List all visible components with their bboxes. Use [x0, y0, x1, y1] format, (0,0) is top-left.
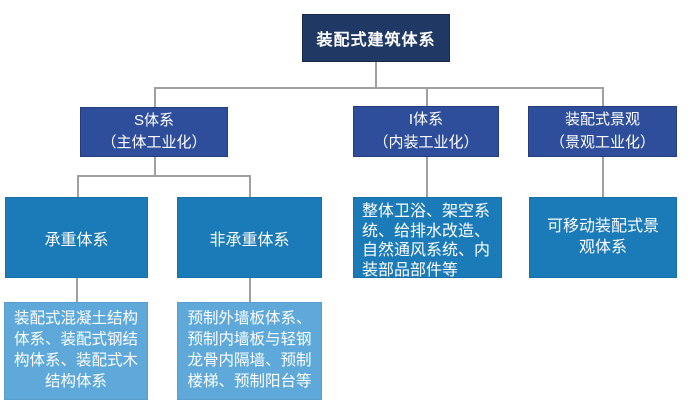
node-i-system-title: I体系 [408, 111, 444, 128]
connector-drop-non-load-bearing [249, 175, 251, 197]
connector-drop-landscape [602, 87, 604, 106]
node-s-system-subtitle: （主体工业化） [101, 134, 207, 151]
node-landscape-title: 装配式景观 [564, 111, 640, 128]
node-interior-items: 整体卫浴、架空系统、给排水改造、自然通风系统、内装部品部件等 [353, 197, 502, 279]
connector-landscape-child [602, 157, 604, 197]
node-landscape: 装配式景观 （景观工业化） [528, 106, 677, 157]
node-load-bearing: 承重体系 [5, 197, 148, 278]
connector-drop-i-system [426, 87, 428, 106]
node-interior-items-label: 整体卫浴、架空系统、给排水改造、自然通风系统、内装部品部件等 [362, 203, 491, 279]
connector-i-child [426, 157, 428, 197]
node-root-label: 装配式建筑体系 [316, 32, 436, 49]
node-structure-systems: 装配式混凝土结构体系、装配式钢结构体系、装配式木结构体系 [4, 302, 148, 400]
node-movable-landscape-label: 可移动装配式景观体系 [546, 217, 659, 256]
node-i-system: I体系 （内装工业化） [353, 106, 499, 157]
connector-load-bearing-child [76, 278, 78, 302]
node-s-system: S体系 （主体工业化） [80, 107, 228, 157]
node-structure-systems-label: 装配式混凝土结构体系、装配式钢结构体系、装配式木结构体系 [13, 310, 138, 390]
node-root: 装配式建筑体系 [302, 14, 450, 62]
connector-drop-load-bearing [77, 175, 79, 197]
node-movable-landscape: 可移动装配式景观体系 [529, 197, 677, 278]
connector-root-riser [375, 62, 377, 87]
node-landscape-subtitle: （景观工业化） [549, 133, 655, 151]
node-non-load-bearing: 非承重体系 [177, 197, 322, 278]
node-load-bearing-label: 承重体系 [44, 231, 109, 249]
connector-s-riser [154, 157, 156, 175]
node-non-load-bearing-label: 非承重体系 [209, 231, 290, 249]
connector-s-children-rail [77, 175, 250, 177]
connector-drop-s-system [154, 87, 156, 107]
node-prefab-components: 预制外墙板体系、预制内墙板与轻钢龙骨内隔墙、预制楼梯、预制阳台等 [177, 302, 322, 400]
connector-level2-rail [154, 87, 603, 89]
node-s-system-title: S体系 [133, 111, 174, 129]
node-prefab-components-label: 预制外墙板体系、预制内墙板与轻钢龙骨内隔墙、预制楼梯、预制阳台等 [187, 310, 312, 390]
connector-non-load-bearing-child [249, 278, 251, 302]
node-i-system-subtitle: （内装工业化） [373, 133, 479, 151]
